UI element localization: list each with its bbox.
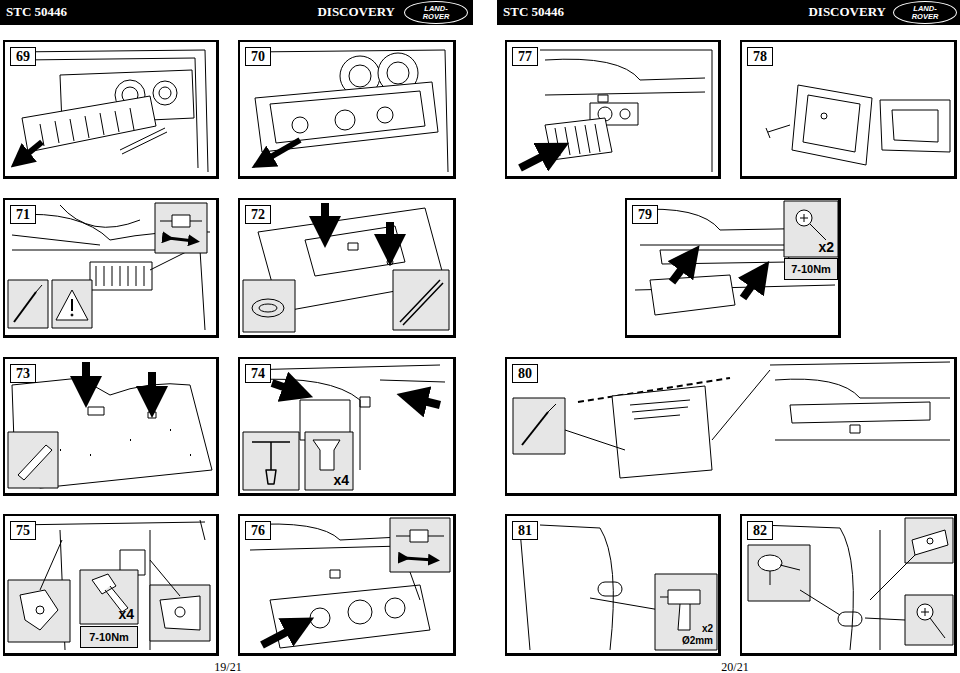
quantity: x2 bbox=[702, 623, 713, 635]
step-panel: 80 bbox=[505, 357, 957, 496]
step-panel: 69 bbox=[3, 40, 219, 179]
torque-box: 7-10Nm bbox=[80, 626, 138, 648]
model-name: DISCOVERY bbox=[808, 4, 886, 20]
step-panel: 70 bbox=[238, 40, 456, 179]
page-number: 20/21 bbox=[721, 660, 748, 673]
quantity-inset: x4 bbox=[305, 432, 353, 490]
drill-size: Ø2mm bbox=[682, 635, 713, 647]
step-panel: 72 bbox=[238, 198, 456, 338]
step-number: 79 bbox=[632, 205, 658, 224]
quantity-inset: x2 bbox=[784, 201, 838, 257]
header-band: STC 50446 DISCOVERY LAND- ROVER bbox=[0, 0, 473, 25]
step-number: 72 bbox=[245, 205, 271, 224]
model-name: DISCOVERY bbox=[317, 4, 395, 20]
text-stack: x2Ø2mm bbox=[682, 623, 713, 647]
step-number: 82 bbox=[747, 521, 773, 540]
document-code: STC 50446 bbox=[503, 4, 564, 20]
logo-text: LAND- ROVER bbox=[908, 5, 942, 21]
step-panel: 82 bbox=[740, 514, 957, 656]
torque-value: 7-10Nm bbox=[89, 631, 129, 643]
torque-box: 7-10Nm bbox=[784, 258, 838, 280]
step-number: 69 bbox=[10, 47, 36, 66]
step-panel: 74 x4 bbox=[238, 357, 456, 496]
step-number: 76 bbox=[245, 521, 271, 540]
step-number: 74 bbox=[245, 364, 271, 383]
step-panel: 77 bbox=[505, 40, 721, 179]
drill-inset: x2Ø2mm bbox=[655, 574, 717, 650]
step-number: 71 bbox=[10, 205, 36, 224]
step-number: 77 bbox=[512, 47, 538, 66]
page-number: 19/21 bbox=[214, 660, 241, 673]
header-band: STC 50446 DISCOVERY LAND- ROVER bbox=[497, 0, 960, 25]
step-panel: 78 bbox=[740, 40, 957, 179]
quantity: x4 bbox=[118, 606, 134, 622]
step-panel: 76 bbox=[238, 514, 456, 656]
step-number: 80 bbox=[512, 364, 538, 383]
step-number: 81 bbox=[512, 521, 538, 540]
quantity: x2 bbox=[818, 239, 834, 255]
step-panel: 71 bbox=[3, 198, 219, 338]
step-number: 73 bbox=[10, 364, 36, 383]
step-panel: 75 x4 7-10Nm bbox=[3, 514, 219, 656]
quantity-inset: x4 bbox=[80, 570, 138, 624]
document-code: STC 50446 bbox=[6, 4, 67, 20]
step-number: 70 bbox=[245, 47, 271, 66]
quantity: x4 bbox=[333, 472, 349, 488]
step-panel: 79 x2 7-10Nm bbox=[625, 198, 841, 338]
logo-text: LAND- ROVER bbox=[419, 5, 453, 21]
step-number: 78 bbox=[747, 47, 773, 66]
step-number: 75 bbox=[10, 521, 36, 540]
brand-logo: LAND- ROVER bbox=[893, 1, 957, 24]
step-panel: 73 bbox=[3, 357, 219, 496]
step-panel: 81 x2Ø2mm bbox=[505, 514, 721, 656]
brand-logo: LAND- ROVER bbox=[404, 1, 468, 24]
torque-value: 7-10Nm bbox=[791, 263, 831, 275]
